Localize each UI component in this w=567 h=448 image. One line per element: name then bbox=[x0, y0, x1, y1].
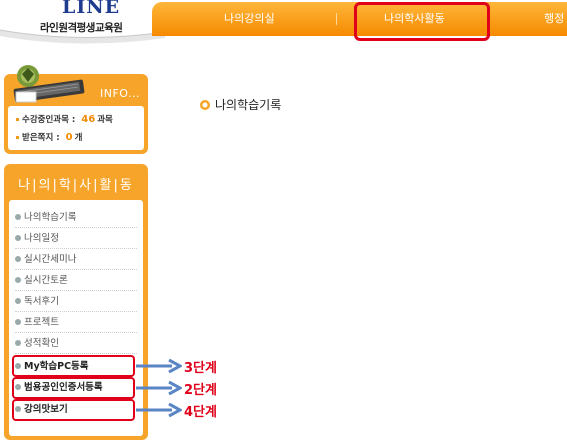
step-label-4: 4단계 bbox=[184, 405, 217, 420]
sidebar-item-book-review[interactable]: 독서후기 bbox=[15, 292, 137, 312]
bullet-icon bbox=[15, 318, 21, 325]
top-nav: 나의강의실 나의학사활동 행정 bbox=[152, 2, 567, 36]
page-title-text: 나의학습기록 bbox=[215, 98, 282, 112]
sidebar-item-label: My학습PC등록 bbox=[24, 361, 89, 372]
bullet-icon bbox=[15, 405, 21, 412]
highlight-box-step2 bbox=[12, 377, 135, 399]
sidebar-item-live-seminar[interactable]: 실시간세미나 bbox=[15, 250, 137, 270]
bullet-icon bbox=[15, 297, 21, 304]
logo-subtitle: 라인원격평생교육원 bbox=[40, 22, 123, 34]
nav-highlight-box bbox=[354, 2, 490, 41]
highlight-box-step4 bbox=[12, 399, 135, 421]
info-courses-count[interactable]: 46 bbox=[81, 114, 96, 125]
bullet-icon bbox=[15, 383, 21, 390]
info-messages-label: 받은쪽지 : bbox=[22, 133, 60, 143]
sidebar-item-label: 실시간세미나 bbox=[24, 254, 77, 265]
sidebar-item-label: 프로젝트 bbox=[24, 317, 59, 328]
sidebar-item-label: 성적확인 bbox=[24, 338, 59, 349]
bullet-icon bbox=[15, 362, 21, 369]
sidebar-item-certificate-register[interactable]: 범용공인인증서등록 bbox=[15, 378, 137, 398]
nav-divider bbox=[336, 13, 337, 25]
sidebar-item-project[interactable]: 프로젝트 bbox=[15, 313, 137, 333]
sidebar-item-course-preview[interactable]: 강의맛보기 bbox=[15, 400, 137, 420]
sidebar-item-label: 강의맛보기 bbox=[24, 404, 68, 415]
sidebar-item-label: 실시간토론 bbox=[24, 275, 68, 286]
sidebar-item-grades[interactable]: 성적확인 bbox=[15, 334, 137, 354]
sidebar-item-label: 나의학습기록 bbox=[24, 212, 77, 223]
highlight-box-step3 bbox=[12, 355, 135, 377]
sidebar-item-live-discussion[interactable]: 실시간토론 bbox=[15, 271, 137, 291]
logo-swoosh-icon bbox=[0, 29, 165, 44]
sidebar-item-schedule[interactable]: 나의일정 bbox=[15, 229, 137, 249]
keyboard-icon bbox=[13, 65, 85, 103]
sidebar-item-learning-record[interactable]: 나의학습기록 bbox=[15, 208, 137, 228]
bullet-icon bbox=[15, 339, 21, 346]
arrow-right-icon bbox=[136, 402, 182, 418]
sidebar-title: 나|의|학|사|활|동 bbox=[18, 178, 134, 193]
title-bullet-icon bbox=[200, 99, 210, 110]
info-courses-unit: 과목 bbox=[97, 115, 113, 125]
site-logo[interactable]: LINE 라인원격평생교육원 bbox=[0, 0, 165, 46]
bullet-icon bbox=[16, 136, 19, 139]
info-title: INFO... bbox=[99, 87, 140, 100]
nav-my-classroom[interactable]: 나의강의실 bbox=[224, 12, 275, 25]
sidebar-item-label: 범용공인인증서등록 bbox=[24, 382, 103, 393]
bullet-icon bbox=[15, 234, 21, 241]
info-courses-label: 수강중인과목 : bbox=[22, 115, 76, 125]
nav-administration[interactable]: 행정 bbox=[544, 12, 565, 25]
info-messages-count[interactable]: 0 bbox=[65, 132, 73, 143]
arrow-right-icon bbox=[136, 380, 182, 396]
page-title: 나의학습기록 bbox=[200, 96, 281, 113]
sidebar-menu: 나|의|학|사|활|동 나의학습기록 나의일정 실시간세미나 실시간토론 독서후… bbox=[4, 164, 148, 440]
step-label-2: 2단계 bbox=[184, 383, 217, 398]
bullet-icon bbox=[15, 213, 21, 220]
sidebar-item-label: 나의일정 bbox=[24, 233, 59, 244]
bullet-icon bbox=[16, 118, 19, 121]
step-label-3: 3단계 bbox=[184, 361, 217, 376]
nav-my-academic-activity[interactable]: 나의학사활동 bbox=[384, 12, 445, 25]
bullet-icon bbox=[15, 276, 21, 283]
info-messages-unit: 개 bbox=[74, 133, 83, 143]
logo-text: LINE bbox=[62, 0, 121, 18]
sidebar-item-my-pc-register[interactable]: My학습PC등록 bbox=[15, 357, 137, 377]
arrow-right-icon bbox=[136, 358, 182, 374]
sidebar-item-label: 독서후기 bbox=[24, 296, 59, 307]
bullet-icon bbox=[15, 255, 21, 262]
sidebar-list: 나의학습기록 나의일정 실시간세미나 실시간토론 독서후기 프로젝트 성적확인 … bbox=[9, 200, 143, 436]
